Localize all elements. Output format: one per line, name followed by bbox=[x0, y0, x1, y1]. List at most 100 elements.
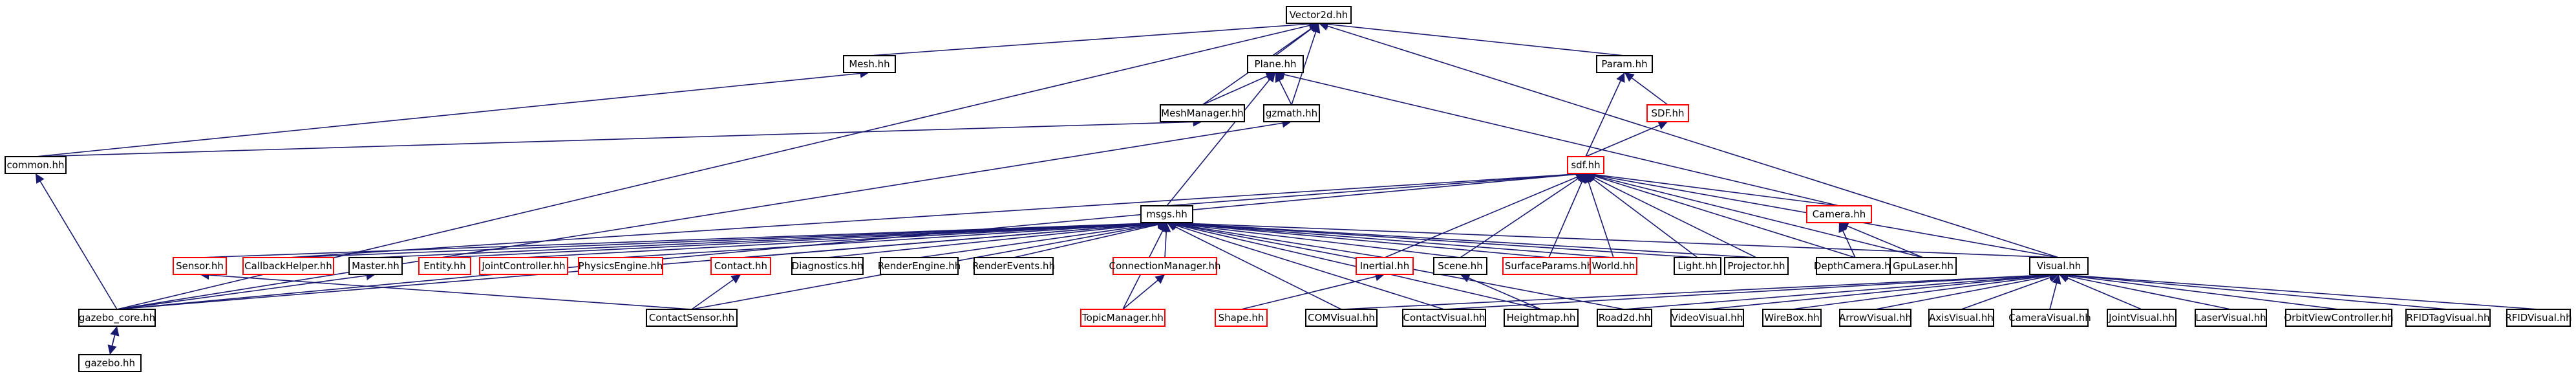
node-rfidtagvisual[interactable]: RFIDTagVisual.hh bbox=[2405, 309, 2491, 327]
node-box[interactable] bbox=[1247, 55, 1304, 73]
node-vector2d[interactable]: Vector2d.hh bbox=[1286, 6, 1352, 24]
node-box[interactable] bbox=[418, 257, 471, 275]
node-box[interactable] bbox=[1305, 309, 1378, 327]
node-box[interactable] bbox=[791, 257, 864, 275]
node-box[interactable] bbox=[2506, 309, 2571, 327]
node-box[interactable] bbox=[1724, 257, 1789, 275]
node-common[interactable]: common.hh bbox=[5, 156, 67, 174]
node-mesh[interactable]: Mesh.hh bbox=[843, 55, 896, 73]
node-renderengine[interactable]: RenderEngine.hh bbox=[878, 257, 961, 275]
node-box[interactable] bbox=[348, 257, 403, 275]
node-box[interactable] bbox=[1806, 205, 1872, 223]
node-msgs[interactable]: msgs.hh bbox=[1140, 205, 1193, 223]
node-sdfcap[interactable]: SDF.hh bbox=[1646, 104, 1689, 122]
node-box[interactable] bbox=[2029, 257, 2089, 275]
node-param[interactable]: Param.hh bbox=[1596, 55, 1653, 73]
node-box[interactable] bbox=[2285, 309, 2392, 327]
node-gpulaser[interactable]: GpuLaser.hh bbox=[1889, 257, 1957, 275]
node-box[interactable] bbox=[1140, 205, 1193, 223]
node-visual[interactable]: Visual.hh bbox=[2029, 257, 2089, 275]
node-box[interactable] bbox=[1112, 257, 1217, 275]
node-depthcamera[interactable]: DepthCamera.hh bbox=[1814, 257, 1897, 275]
node-box[interactable] bbox=[1670, 309, 1744, 327]
node-box[interactable] bbox=[242, 257, 334, 275]
node-box[interactable] bbox=[1433, 257, 1487, 275]
node-comvisual[interactable]: COMVisual.hh bbox=[1305, 309, 1378, 327]
node-projector[interactable]: Projector.hh bbox=[1724, 257, 1789, 275]
node-box[interactable] bbox=[479, 257, 568, 275]
node-box[interactable] bbox=[1674, 257, 1721, 275]
node-road2d[interactable]: Road2d.hh bbox=[1597, 309, 1652, 327]
node-box[interactable] bbox=[2405, 309, 2491, 327]
node-scene[interactable]: Scene.hh bbox=[1433, 257, 1487, 275]
node-box[interactable] bbox=[1762, 309, 1822, 327]
node-physicsengine[interactable]: PhysicsEngine.hh bbox=[578, 257, 663, 275]
node-box[interactable] bbox=[78, 354, 142, 372]
node-renderevents[interactable]: RenderEvents.hh bbox=[972, 257, 1055, 275]
node-jointvisual[interactable]: JointVisual.hh bbox=[2107, 309, 2177, 327]
node-orbitviewcontroller[interactable]: OrbitViewController.hh bbox=[2284, 309, 2394, 327]
node-jointcontroller[interactable]: JointController.hh bbox=[479, 257, 568, 275]
node-plane[interactable]: Plane.hh bbox=[1247, 55, 1304, 73]
node-inertial[interactable]: Inertial.hh bbox=[1356, 257, 1414, 275]
node-contact[interactable]: Contact.hh bbox=[710, 257, 771, 275]
node-contactsensor[interactable]: ContactSensor.hh bbox=[646, 309, 738, 327]
node-box[interactable] bbox=[974, 257, 1054, 275]
node-gazebo[interactable]: gazebo.hh bbox=[78, 354, 142, 372]
node-box[interactable] bbox=[2011, 309, 2089, 327]
node-box[interactable] bbox=[5, 156, 67, 174]
node-wirebox[interactable]: WireBox.hh bbox=[1762, 309, 1822, 327]
node-sensor[interactable]: Sensor.hh bbox=[173, 257, 227, 275]
node-gazebocore[interactable]: gazebo_core.hh bbox=[78, 309, 156, 327]
node-box[interactable] bbox=[2107, 309, 2177, 327]
node-box[interactable] bbox=[1160, 104, 1245, 122]
node-callbackhelper[interactable]: CallbackHelper.hh bbox=[242, 257, 334, 275]
node-box[interactable] bbox=[1597, 309, 1652, 327]
node-laservisual[interactable]: LaserVisual.hh bbox=[2195, 309, 2267, 327]
node-box[interactable] bbox=[1590, 257, 1637, 275]
node-master[interactable]: Master.hh bbox=[348, 257, 403, 275]
node-gzmath[interactable]: gzmath.hh bbox=[1263, 104, 1320, 122]
node-rfidvisual[interactable]: RFIDVisual.hh bbox=[2505, 309, 2572, 327]
node-camera[interactable]: Camera.hh bbox=[1806, 205, 1872, 223]
node-box[interactable] bbox=[1504, 309, 1579, 327]
node-box[interactable] bbox=[1596, 55, 1653, 73]
node-surfaceparams[interactable]: SurfaceParams.hh bbox=[1502, 257, 1595, 275]
node-box[interactable] bbox=[880, 257, 959, 275]
node-heightmap[interactable]: Heightmap.hh bbox=[1504, 309, 1579, 327]
node-meshmanager[interactable]: MeshManager.hh bbox=[1160, 104, 1245, 122]
node-world[interactable]: World.hh bbox=[1590, 257, 1637, 275]
node-connectionmanager[interactable]: ConnectionManager.hh bbox=[1109, 257, 1221, 275]
node-box[interactable] bbox=[1286, 6, 1352, 24]
node-box[interactable] bbox=[1215, 309, 1268, 327]
node-arrowvisual[interactable]: ArrowVisual.hh bbox=[1839, 309, 1911, 327]
node-axisvisual[interactable]: AxisVisual.hh bbox=[1928, 309, 1994, 327]
node-box[interactable] bbox=[173, 257, 227, 275]
node-box[interactable] bbox=[1402, 309, 1486, 327]
node-box[interactable] bbox=[578, 257, 663, 275]
node-box[interactable] bbox=[1646, 104, 1689, 122]
node-box[interactable] bbox=[1080, 309, 1166, 327]
node-light[interactable]: Light.hh bbox=[1674, 257, 1721, 275]
node-box[interactable] bbox=[1263, 104, 1320, 122]
node-box[interactable] bbox=[710, 257, 771, 275]
node-box[interactable] bbox=[1928, 309, 1994, 327]
node-box[interactable] bbox=[78, 309, 156, 327]
node-box[interactable] bbox=[1816, 257, 1895, 275]
node-videovisual[interactable]: VideoVisual.hh bbox=[1670, 309, 1744, 327]
node-topicmanager[interactable]: TopicManager.hh bbox=[1080, 309, 1166, 327]
edge-entity-to-msgs bbox=[444, 218, 1167, 258]
node-box[interactable] bbox=[2195, 309, 2267, 327]
node-box[interactable] bbox=[1567, 156, 1604, 174]
node-diagnostics[interactable]: Diagnostics.hh bbox=[791, 257, 864, 275]
node-sdf[interactable]: sdf.hh bbox=[1567, 156, 1604, 174]
node-box[interactable] bbox=[843, 55, 896, 73]
node-box[interactable] bbox=[1839, 309, 1911, 327]
node-entity[interactable]: Entity.hh bbox=[418, 257, 471, 275]
node-contactvisual[interactable]: ContactVisual.hh bbox=[1402, 309, 1486, 327]
node-shape[interactable]: Shape.hh bbox=[1215, 309, 1268, 327]
node-box[interactable] bbox=[1356, 257, 1414, 275]
node-cameravisual[interactable]: CameraVisual.hh bbox=[2008, 309, 2091, 327]
node-box[interactable] bbox=[646, 309, 738, 327]
node-box[interactable] bbox=[1889, 257, 1957, 275]
